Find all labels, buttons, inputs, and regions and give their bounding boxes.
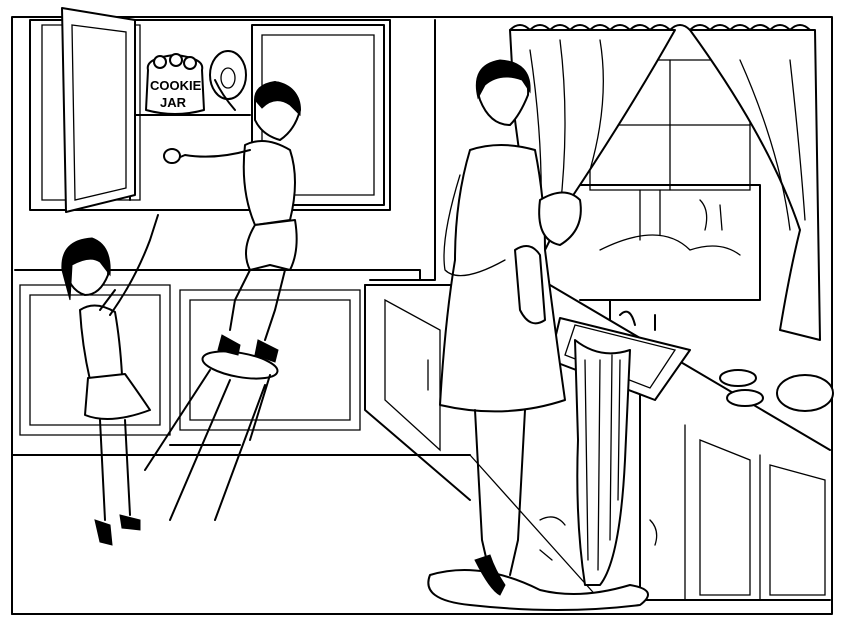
woman-drying-dish (440, 60, 581, 595)
girl-reaching (62, 215, 158, 545)
cookie-jar: COOKIE JAR (146, 54, 204, 114)
kitchen-background (12, 20, 600, 614)
dishes (720, 370, 833, 411)
cookie-jar-label-line2: JAR (160, 95, 187, 110)
overflowing-water (428, 340, 656, 610)
cookie-jar-lid (210, 51, 246, 99)
tipping-stool (145, 347, 280, 520)
boy-on-stool (164, 80, 300, 362)
right-curtain (690, 30, 820, 340)
picture-border (12, 17, 832, 614)
upper-cabinets (30, 8, 390, 212)
cookie-jar-label-line1: COOKIE (150, 78, 202, 93)
